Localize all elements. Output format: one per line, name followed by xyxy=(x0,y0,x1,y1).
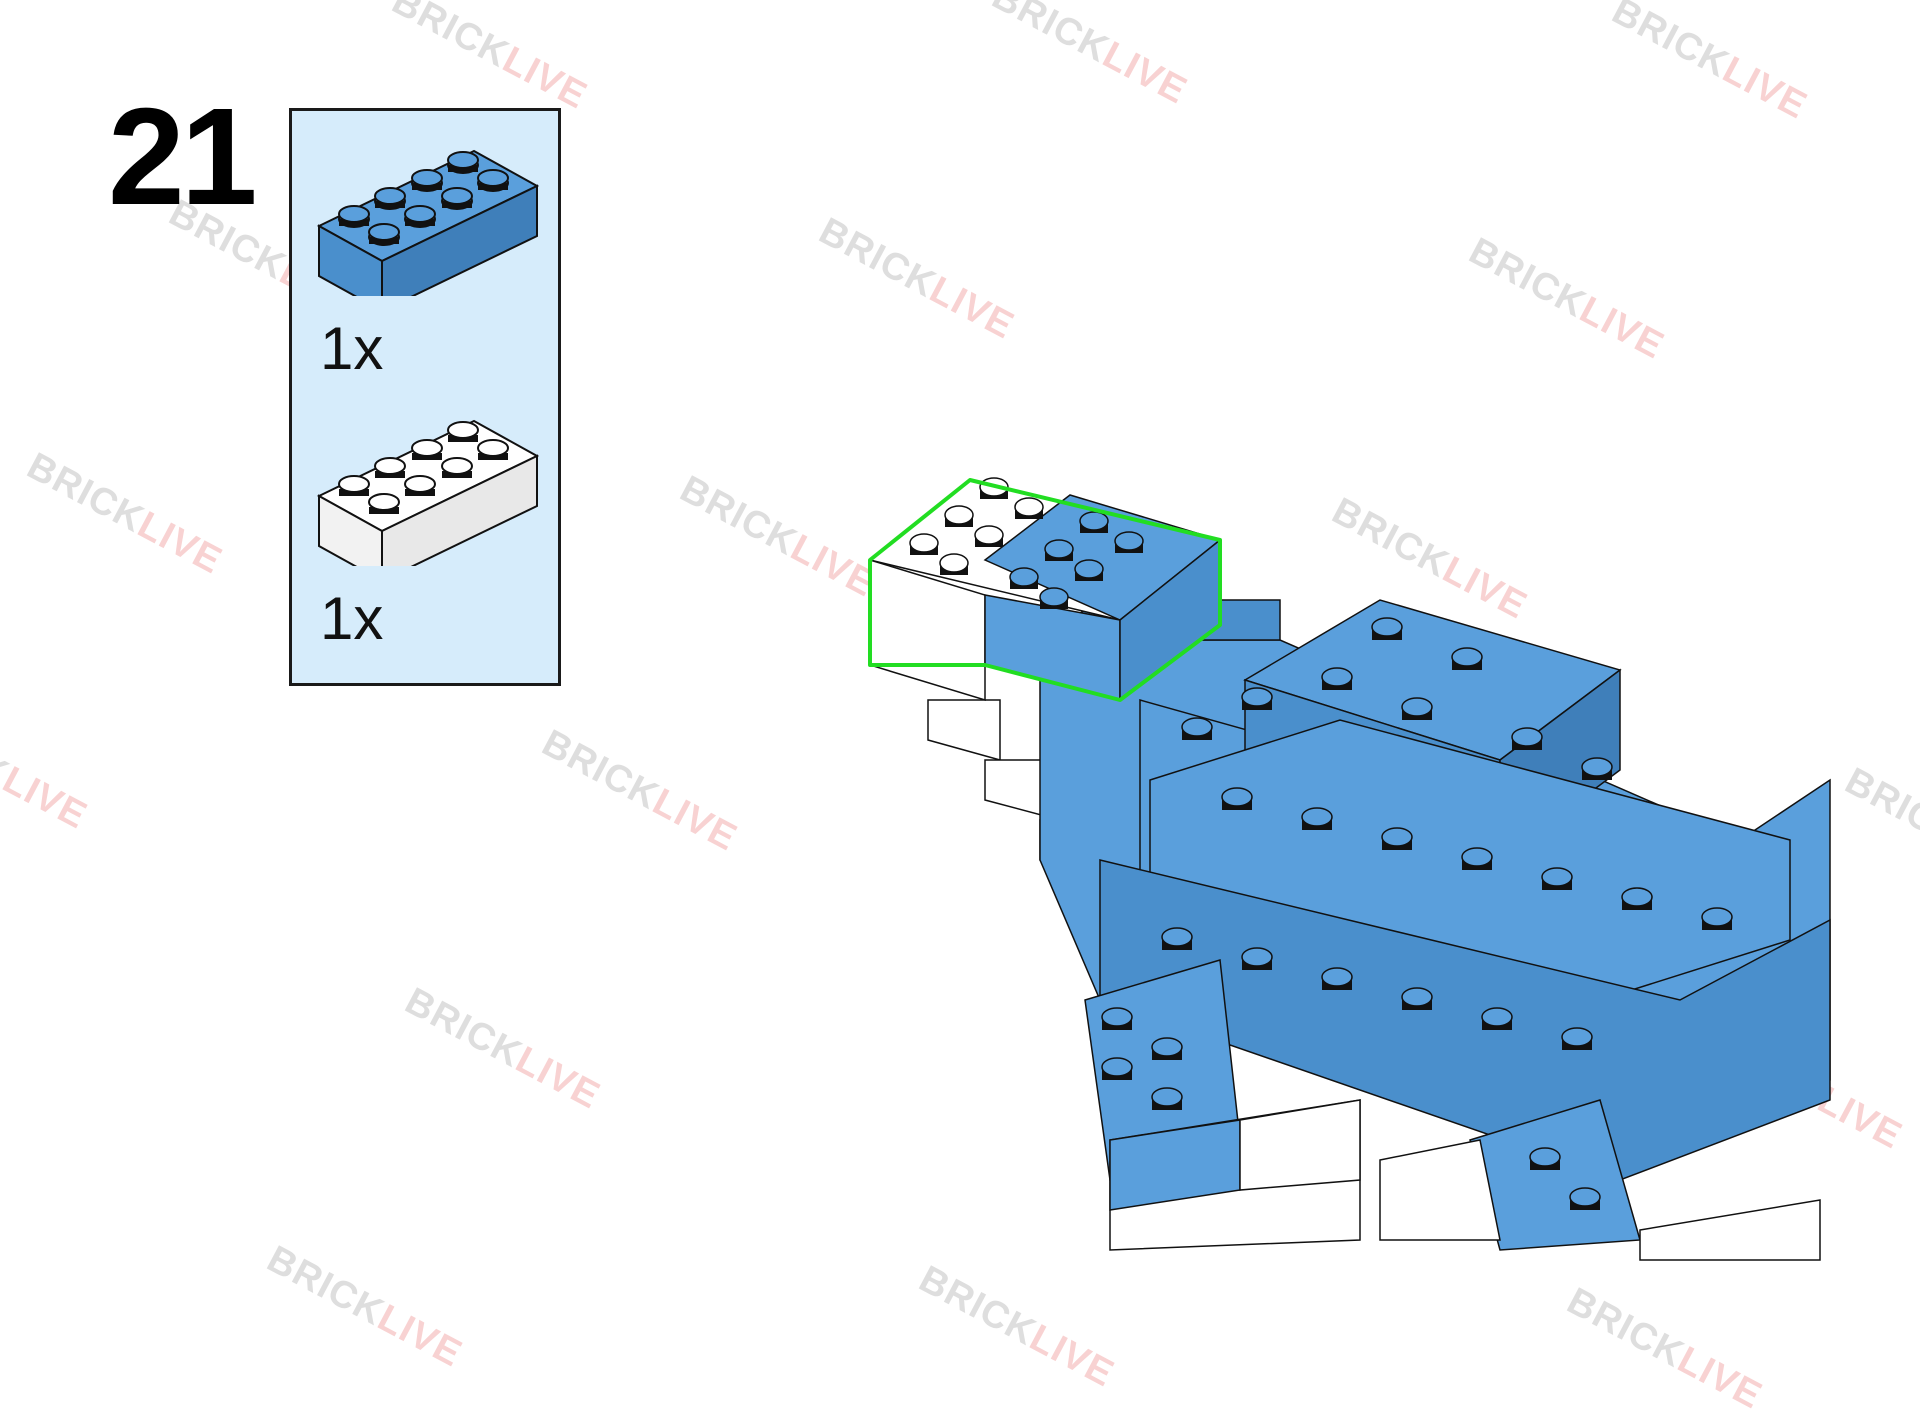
step-number: 21 xyxy=(108,80,257,234)
watermark: BRICKLIVE xyxy=(1605,0,1814,128)
part-brick-blue-2x4 xyxy=(316,146,542,313)
watermark: BRICKLIVE xyxy=(985,0,1194,113)
part-brick-white-2x4 xyxy=(316,416,542,583)
parts-list-panel: 1x 1x xyxy=(289,108,561,686)
watermark: BRICKLIVE xyxy=(1838,760,1920,856)
watermark: BRICKLIVE xyxy=(385,0,594,118)
watermark: BRICKLIVE xyxy=(398,980,607,1118)
part-quantity: 1x xyxy=(320,585,384,652)
watermark: BRICKLIVE xyxy=(1462,230,1671,368)
new-part-highlight-outline xyxy=(868,478,1222,702)
watermark: BRICKLIVE xyxy=(535,722,744,860)
watermark: BRICKLIVE xyxy=(260,1238,469,1376)
watermark: BRICKLIVE xyxy=(20,445,229,583)
watermark: BRICKLIVE xyxy=(812,210,1021,348)
model-illustration xyxy=(840,440,1840,1285)
watermark: BRICKLIVE xyxy=(1560,1280,1769,1418)
part-quantity: 1x xyxy=(320,315,384,382)
watermark: BRICKLIVE xyxy=(0,700,94,838)
